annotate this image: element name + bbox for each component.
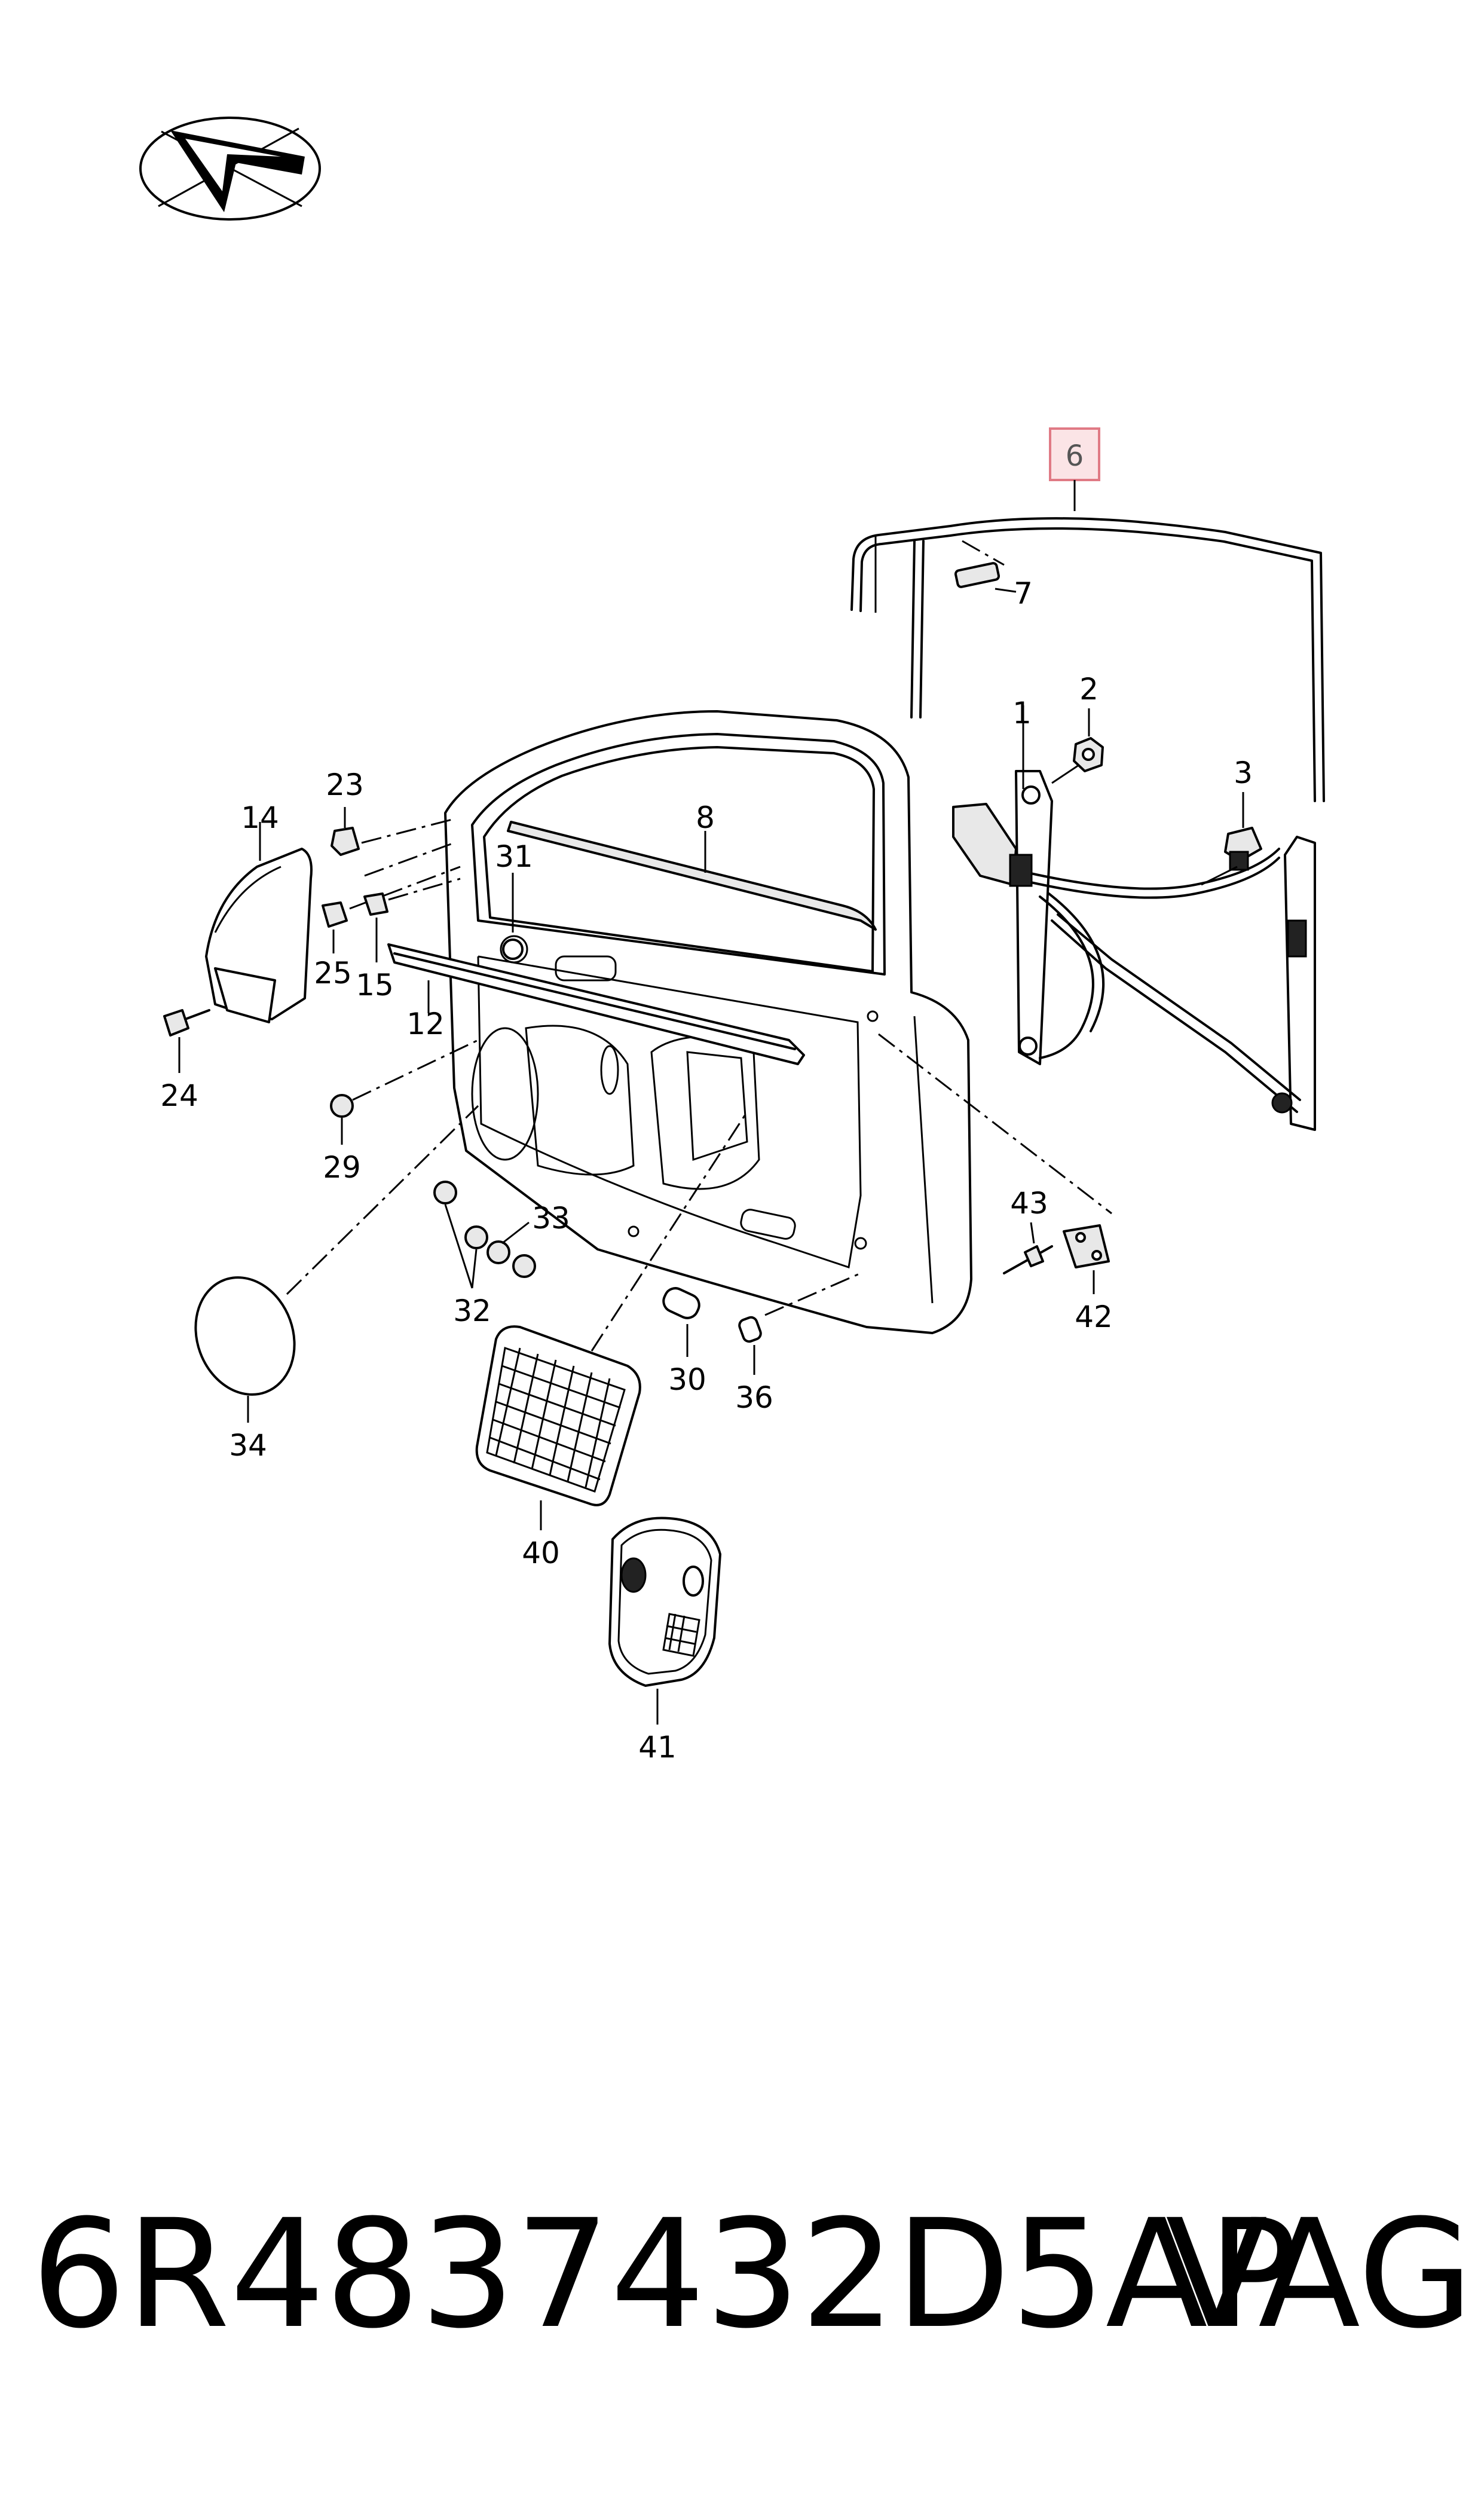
callout-23: 23 bbox=[326, 768, 364, 802]
callout-29: 29 bbox=[323, 1150, 361, 1185]
callout-15: 15 bbox=[356, 968, 394, 1002]
window-regulator[interactable] bbox=[952, 705, 1316, 1131]
mirror-mount[interactable] bbox=[205, 822, 313, 1023]
callout-43: 43 bbox=[1010, 1186, 1048, 1221]
brand-name: VAG bbox=[1165, 2187, 1474, 2361]
part-number: 6R4837432D5AP bbox=[31, 2187, 1298, 2361]
outer-window-seal[interactable] bbox=[507, 821, 877, 931]
callout-36: 36 bbox=[735, 1380, 773, 1415]
callout-31: 31 bbox=[495, 839, 533, 874]
fastener-23[interactable] bbox=[331, 807, 455, 856]
callout-33: 33 bbox=[532, 1201, 570, 1236]
callout-3: 3 bbox=[1234, 756, 1253, 790]
callout-34: 34 bbox=[229, 1428, 267, 1463]
plug-set-32-33[interactable] bbox=[433, 1181, 536, 1289]
mesh-panel[interactable] bbox=[475, 1111, 748, 1530]
callout-25: 25 bbox=[314, 956, 352, 990]
bump-stop[interactable] bbox=[738, 1272, 861, 1375]
callout-32: 32 bbox=[453, 1294, 491, 1328]
callout-24: 24 bbox=[160, 1078, 198, 1113]
callout-12: 12 bbox=[406, 1007, 445, 1041]
inner-panel[interactable] bbox=[608, 1517, 721, 1725]
callout-7: 7 bbox=[1014, 576, 1033, 611]
callout-30: 30 bbox=[668, 1362, 706, 1397]
callout-41: 41 bbox=[638, 1730, 677, 1765]
fastener-25[interactable] bbox=[322, 866, 461, 953]
hinge-bracket-42[interactable] bbox=[878, 1033, 1112, 1294]
oval-grommet[interactable] bbox=[660, 1285, 702, 1357]
callout-2: 2 bbox=[1079, 672, 1099, 707]
plug-29[interactable] bbox=[330, 1039, 479, 1145]
callout-1: 1 bbox=[1012, 696, 1032, 730]
direction-arrow-logo-icon bbox=[139, 117, 321, 221]
callout-6[interactable]: 6 bbox=[1066, 439, 1084, 473]
round-cover[interactable] bbox=[180, 1105, 479, 1423]
screw-24[interactable] bbox=[163, 1009, 210, 1073]
window-guide-rail[interactable] bbox=[850, 517, 1325, 802]
guide-clip[interactable] bbox=[954, 540, 1017, 593]
screw-15[interactable] bbox=[363, 878, 461, 962]
callout-42: 42 bbox=[1075, 1300, 1113, 1334]
inner-window-seal[interactable] bbox=[387, 943, 805, 1065]
callout-14: 14 bbox=[241, 800, 279, 835]
callout-8: 8 bbox=[696, 800, 715, 835]
cable-clip[interactable] bbox=[1201, 792, 1262, 886]
callout-40: 40 bbox=[522, 1536, 560, 1570]
rivet-43[interactable] bbox=[1003, 1222, 1053, 1274]
rubber-plug-small[interactable] bbox=[502, 873, 524, 960]
hex-nut[interactable] bbox=[1051, 708, 1104, 784]
mirror-mount-line bbox=[364, 842, 455, 877]
